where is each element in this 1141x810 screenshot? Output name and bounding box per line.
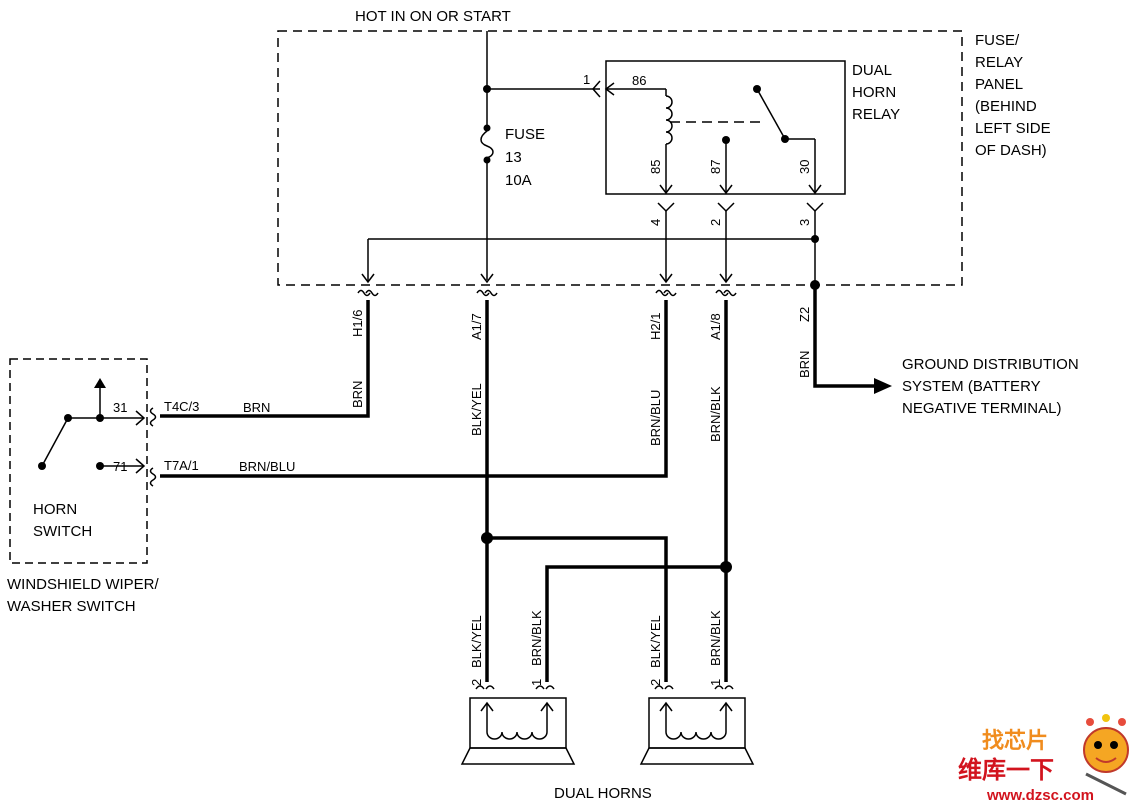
horn-2-wire-blk-yel-label: BLK/YEL <box>648 615 663 668</box>
horn-2-connector <box>654 685 734 690</box>
power-feed-wire <box>480 31 600 284</box>
switch-pin-31-dot <box>96 414 104 422</box>
svg-text:FUSE/: FUSE/ <box>975 32 1020 49</box>
svg-text:www.dzsc.com: www.dzsc.com <box>986 787 1094 804</box>
relay-terminal-85-label: 85 <box>648 160 663 174</box>
relay-switch-arm <box>756 88 816 192</box>
svg-text:找芯片: 找芯片 <box>982 729 1048 754</box>
relay-coil-symbol <box>665 89 760 192</box>
relay-pin-3-label: 3 <box>797 219 812 226</box>
horn-switch-label: HORN SWITCH <box>33 501 92 540</box>
panel-ground-splice-dot <box>811 235 819 243</box>
connector-h1-6-label: H1/6 <box>350 310 365 337</box>
svg-text:维库一下: 维库一下 <box>958 756 1054 784</box>
svg-text:RELAY: RELAY <box>975 54 1023 71</box>
svg-text:DUAL: DUAL <box>852 62 892 79</box>
wiper-washer-switch-label: WINDSHIELD WIPER/ WASHER SWITCH <box>7 576 160 615</box>
connector-a1-7-label: A1/7 <box>469 313 484 340</box>
harness-wires <box>160 285 880 682</box>
svg-text:GROUND DISTRIBUTION: GROUND DISTRIBUTION <box>902 356 1079 373</box>
relay-contact-87-dot <box>722 136 730 144</box>
svg-text:FUSE: FUSE <box>505 126 545 143</box>
svg-text:LEFT SIDE: LEFT SIDE <box>975 120 1051 137</box>
switch-contact-dot-upper <box>64 414 72 422</box>
wire-brn-blk-a1-8-label: BRN/BLK <box>708 386 723 442</box>
svg-text:WINDSHIELD WIPER/: WINDSHIELD WIPER/ <box>7 576 160 593</box>
relay-bottom-pin-arrows <box>657 184 824 213</box>
ground-arrow <box>874 378 892 394</box>
blk-yel-splice-dot <box>481 532 493 544</box>
connector-t4c-3-label: T4C/3 <box>164 399 199 414</box>
svg-text:HORN: HORN <box>852 84 896 101</box>
fuse-13-symbol <box>480 124 494 164</box>
panel-connector-symbols <box>357 289 737 297</box>
horn-1-symbol <box>460 697 576 765</box>
relay-arm-contact-dot <box>781 135 789 143</box>
svg-text:NEGATIVE TERMINAL): NEGATIVE TERMINAL) <box>902 400 1061 417</box>
horn-switch-symbol <box>41 386 146 474</box>
relay-pin-1-label: 1 <box>583 72 590 87</box>
connector-t7a-1-label: T7A/1 <box>164 458 199 473</box>
switch-pin-71-label: 71 <box>113 459 127 474</box>
wire-brn-h1-6-label: BRN <box>350 381 365 408</box>
fuse-relay-panel-label: FUSE/ RELAY PANEL (BEHIND LEFT SIDE OF D… <box>975 32 1051 159</box>
svg-text:HORN: HORN <box>33 501 77 518</box>
svg-text:RELAY: RELAY <box>852 106 900 123</box>
switch-power-arrow <box>94 378 106 388</box>
svg-text:WASHER SWITCH: WASHER SWITCH <box>7 598 136 615</box>
brn-blk-splice-dot <box>720 561 732 573</box>
horn-relay-label: DUAL HORN RELAY <box>852 62 900 123</box>
horn-2-pin-1-label: 1 <box>708 679 723 686</box>
svg-text:(BEHIND: (BEHIND <box>975 98 1037 115</box>
horn-1-wire-brn-blk-label: BRN/BLK <box>529 610 544 666</box>
svg-text:OF DASH): OF DASH) <box>975 142 1047 159</box>
svg-text:10A: 10A <box>505 172 532 189</box>
svg-text:13: 13 <box>505 149 522 166</box>
ground-distribution-label: GROUND DISTRIBUTION SYSTEM (BATTERY NEGA… <box>902 356 1079 417</box>
panel-internal-wiring <box>361 211 816 285</box>
horn-1-connector <box>475 685 555 690</box>
horn-2-wire-brn-blk-label: BRN/BLK <box>708 610 723 666</box>
wire-brn-t4c-label: BRN <box>243 400 270 415</box>
relay-terminal-87-label: 87 <box>708 160 723 174</box>
horn-1-pin-2-label: 2 <box>469 679 484 686</box>
connector-z2-label: Z2 <box>797 307 812 322</box>
horn-2-pin-2-label: 2 <box>648 679 663 686</box>
horn-1-pin-1-label: 1 <box>529 679 544 686</box>
connector-h2-1-label: H2/1 <box>648 313 663 340</box>
power-source-label: HOT IN ON OR START <box>355 8 511 25</box>
switch-connector-symbols <box>149 407 157 487</box>
horn-2-symbol <box>639 697 755 765</box>
fuse-13-label: FUSE 13 10A <box>505 126 545 189</box>
wire-blk-yel-a1-7-label: BLK/YEL <box>469 383 484 436</box>
wiper-switch-box <box>9 358 148 564</box>
relay-pin-1-connector <box>592 80 666 98</box>
connector-a1-8-label: A1/8 <box>708 313 723 340</box>
fuse-relay-panel-border <box>277 30 963 286</box>
dzsc-watermark-logo: 找芯片 维库一下 www.dzsc.com <box>958 714 1129 804</box>
switch-pin-71-dot <box>96 462 104 470</box>
horn-1-wire-blk-yel-label: BLK/YEL <box>469 615 484 668</box>
svg-text:PANEL: PANEL <box>975 76 1023 93</box>
svg-text:SYSTEM (BATTERY: SYSTEM (BATTERY <box>902 378 1041 395</box>
relay-arm-pivot-dot <box>753 85 761 93</box>
relay-terminal-30-label: 30 <box>797 160 812 174</box>
relay-pin-4-label: 4 <box>648 219 663 226</box>
relay-terminal-86-label: 86 <box>632 73 646 88</box>
svg-text:SWITCH: SWITCH <box>33 523 92 540</box>
horn-relay-box <box>605 60 846 195</box>
relay-pin-2-label: 2 <box>708 219 723 226</box>
wire-brn-blu-t7a-label: BRN/BLU <box>239 459 295 474</box>
feed-splice-dot <box>483 85 491 93</box>
dual-horns-label: DUAL HORNS <box>554 785 652 802</box>
switch-contact-dot-lower <box>38 462 46 470</box>
switch-pin-31-label: 31 <box>113 400 127 415</box>
wire-brn-z2-label: BRN <box>797 351 812 378</box>
wire-brn-blu-h2-1-label: BRN/BLU <box>648 390 663 446</box>
